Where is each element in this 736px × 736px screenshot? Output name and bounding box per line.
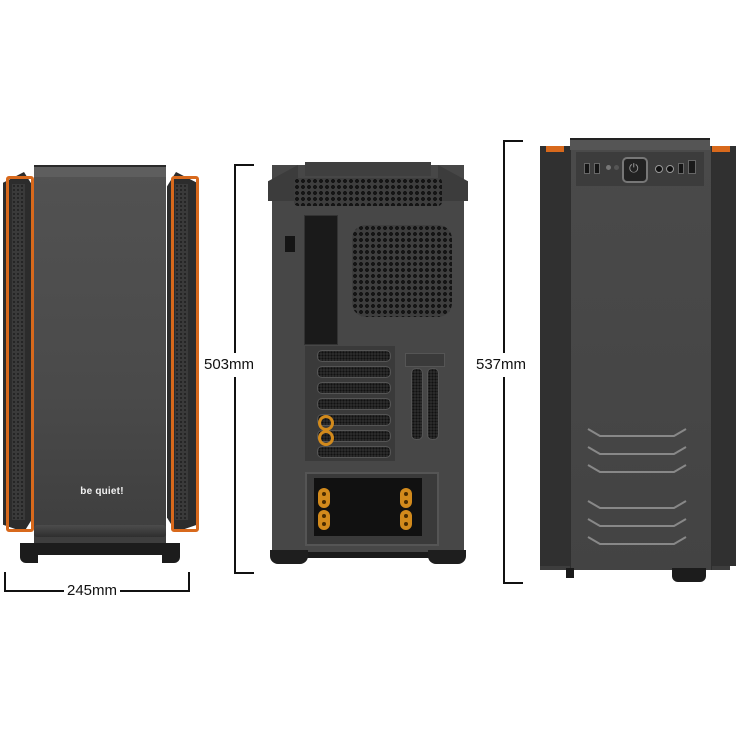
side-left-edge [540, 146, 570, 566]
expansion-slot [317, 350, 391, 362]
left-orange-trim [6, 176, 34, 532]
width-dimension-label: 245mm [64, 582, 121, 600]
front-panel [34, 165, 166, 543]
top-exhaust-mesh [294, 178, 442, 206]
motherboard-io-cutout [304, 215, 338, 345]
rear-left-foot [270, 550, 308, 564]
expansion-slot [317, 398, 391, 410]
expansion-slot [317, 382, 391, 394]
front-top-strip [34, 165, 166, 177]
side-top-edge [570, 138, 710, 150]
vertical-expansion-slot [427, 368, 439, 440]
headphone-jack-icon[interactable] [655, 165, 663, 173]
side-right-edge [710, 146, 736, 566]
side-left-foot [566, 568, 574, 578]
vent-slat [587, 500, 687, 509]
usb-port-icon[interactable] [594, 163, 600, 174]
fan-control-switch[interactable] [688, 160, 696, 174]
height-total-dimension-label: 537mm [476, 353, 527, 377]
rear-small-cutout [285, 236, 295, 252]
usb-port-icon[interactable] [584, 163, 590, 174]
psu-mount-pad [400, 510, 412, 530]
vertical-slot-bracket [405, 353, 445, 367]
vent-slat [587, 518, 687, 527]
power-button[interactable] [622, 157, 648, 183]
vent-slat [587, 446, 687, 455]
expansion-slot [317, 430, 391, 442]
right-orange-tip [712, 146, 730, 152]
microphone-jack-icon[interactable] [666, 165, 674, 173]
vent-slat [587, 536, 687, 545]
expansion-slot [317, 414, 391, 426]
side-panel [570, 146, 712, 570]
front-base-gap [38, 555, 162, 565]
left-orange-tip [546, 146, 564, 152]
rear-top-notch [305, 162, 431, 176]
expansion-slot [317, 446, 391, 458]
brand-logo: be quiet! [80, 486, 124, 497]
front-bottom-bar [34, 525, 166, 537]
height-body-dimension-label: 503mm [204, 353, 255, 377]
rear-bottom-edge [305, 552, 431, 558]
side-right-foot [672, 568, 706, 582]
vent-slat [587, 464, 687, 473]
rear-fan-grille [352, 225, 452, 317]
psu-mount-pad [400, 488, 412, 508]
expansion-slot [317, 366, 391, 378]
right-mesh-intake [175, 184, 188, 520]
usb-c-port-icon[interactable] [678, 163, 684, 174]
psu-mount-pad [318, 510, 330, 530]
thumbscrew-icon [318, 415, 334, 431]
vent-slat [587, 428, 687, 437]
left-mesh-intake [12, 184, 25, 520]
vertical-expansion-slot [411, 368, 423, 440]
rear-right-foot [428, 550, 466, 564]
right-orange-trim [171, 176, 199, 532]
psu-mount-pad [318, 488, 330, 508]
thumbscrew-icon [318, 430, 334, 446]
hdd-led-icon [614, 165, 619, 170]
expansion-slot-panel [305, 346, 395, 461]
power-led-icon [606, 165, 611, 170]
